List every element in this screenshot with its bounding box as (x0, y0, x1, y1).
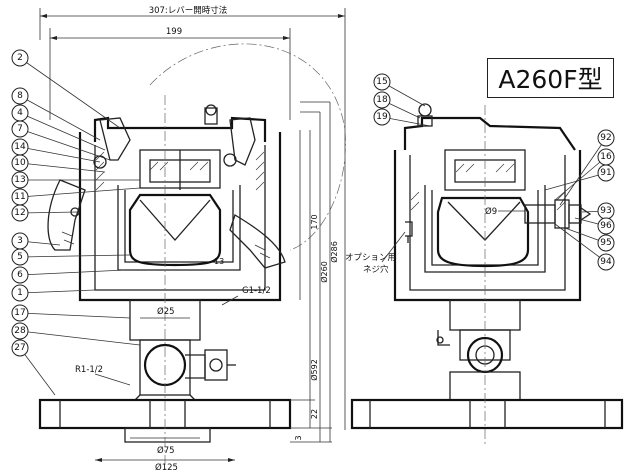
callout-left-17: 17 (11, 304, 131, 322)
callout-right-side-94: 94 (554, 223, 615, 271)
g-thread-text: G1-1/2 (242, 286, 271, 296)
callout-left-13: 13 (11, 171, 140, 189)
callout-right-side-95: 95 (564, 227, 615, 252)
r-thread-text: R1-1/2 (75, 365, 103, 375)
dimension-199: 199 (49, 27, 291, 120)
right-callouts: 15 18 19 92 16 91 93 96 95 94 (373, 73, 615, 271)
callout-left-1: 1 (11, 284, 96, 302)
callout-right-side-92-text: 92 (600, 133, 611, 143)
callout-left-7-text: 7 (17, 124, 23, 134)
callout-right-top-15: 15 (373, 73, 426, 107)
left-dimensions: Ø25 Ø75 Ø125 G1-1/2 R1-1/2 13 (75, 257, 271, 473)
dim-9-text: Ø9 (485, 206, 497, 217)
callout-left-8-text: 8 (17, 91, 23, 101)
callout-left-5-text: 5 (17, 252, 23, 262)
callout-right-side-96-text: 96 (600, 221, 612, 231)
dim-22-text: 22 (310, 409, 319, 419)
dimension-lever-open: 307:レバー開時寸法 (39, 5, 346, 430)
dim-75-text: Ø75 (157, 445, 175, 456)
lever-swing-arc (149, 43, 346, 251)
dim-286-text: Ø286 (329, 241, 339, 263)
callout-right-top-19-text: 19 (376, 112, 388, 122)
callout-left-13-text: 13 (14, 175, 25, 185)
callout-right-side-95-text: 95 (600, 238, 611, 248)
model-label: A260F型 (487, 58, 614, 98)
callout-left-4-text: 4 (17, 108, 23, 118)
callout-right-side-16-text: 16 (600, 152, 612, 162)
callout-left-6: 6 (11, 266, 126, 284)
callout-right-side-93-text: 93 (600, 206, 611, 216)
callout-left-4: 4 (11, 104, 106, 151)
callout-left-12: 12 (11, 204, 79, 222)
callout-left-11-text: 11 (14, 192, 25, 202)
callout-left-3-text: 3 (17, 236, 23, 246)
callout-right-top-15-text: 15 (376, 77, 387, 87)
callout-left-5: 5 (11, 248, 131, 266)
callout-right-top-18-text: 18 (376, 95, 388, 105)
callout-left-27: 27 (11, 339, 56, 396)
callout-left-28: 28 (11, 322, 141, 346)
callout-right-side-96: 96 (574, 217, 615, 235)
dim-170-text: 170 (310, 214, 319, 229)
callout-left-14-text: 14 (14, 142, 26, 152)
callout-left-28-text: 28 (14, 326, 26, 336)
option-note-line1: オプション用 (345, 253, 396, 263)
vertical-dimensions: 170 Ø286 Ø260 Ø592 22 3 (290, 101, 339, 443)
callout-left-2-text: 2 (17, 53, 23, 63)
callout-right-top-18: 18 (373, 91, 421, 119)
callout-left-7: 7 (11, 120, 111, 161)
callout-right-side-92: 92 (559, 129, 615, 206)
dim-260-text: Ø260 (319, 261, 329, 283)
dim-199-text: 199 (166, 27, 182, 37)
callout-right-side-94-text: 94 (600, 257, 612, 267)
callout-left-8: 8 (11, 87, 101, 141)
callout-left-11: 11 (11, 187, 141, 206)
callout-left-10-text: 10 (14, 158, 26, 168)
callout-left-12-text: 12 (14, 208, 25, 218)
callout-right-side-16: 16 (554, 148, 615, 201)
dim-13-text: 13 (214, 257, 224, 266)
right-view: Ø9 (350, 103, 624, 445)
dim-lever-open-text: 307:レバー開時寸法 (149, 5, 228, 16)
dim-592-text: Ø592 (309, 359, 319, 381)
callout-left-6-text: 6 (17, 270, 23, 280)
dim-25-text: Ø25 (157, 306, 175, 317)
callout-left-27-text: 27 (14, 343, 25, 353)
dim-3-text: 3 (294, 435, 303, 440)
callout-right-side-91: 91 (544, 164, 615, 191)
option-note-line2: ネジ穴 (363, 264, 389, 275)
dim-125-text: Ø125 (155, 462, 178, 473)
left-view (38, 95, 292, 470)
callout-right-top-19: 19 (373, 108, 431, 127)
callout-right-side-91-text: 91 (600, 168, 611, 178)
callout-right-side-93: 93 (581, 202, 615, 220)
callout-left-2: 2 (11, 49, 121, 129)
callout-left-10: 10 (11, 154, 106, 173)
option-screw-hole-note: オプション用 ネジ穴 (345, 231, 406, 275)
callout-left-17-text: 17 (14, 308, 25, 318)
callout-left-1-text: 1 (17, 288, 23, 298)
